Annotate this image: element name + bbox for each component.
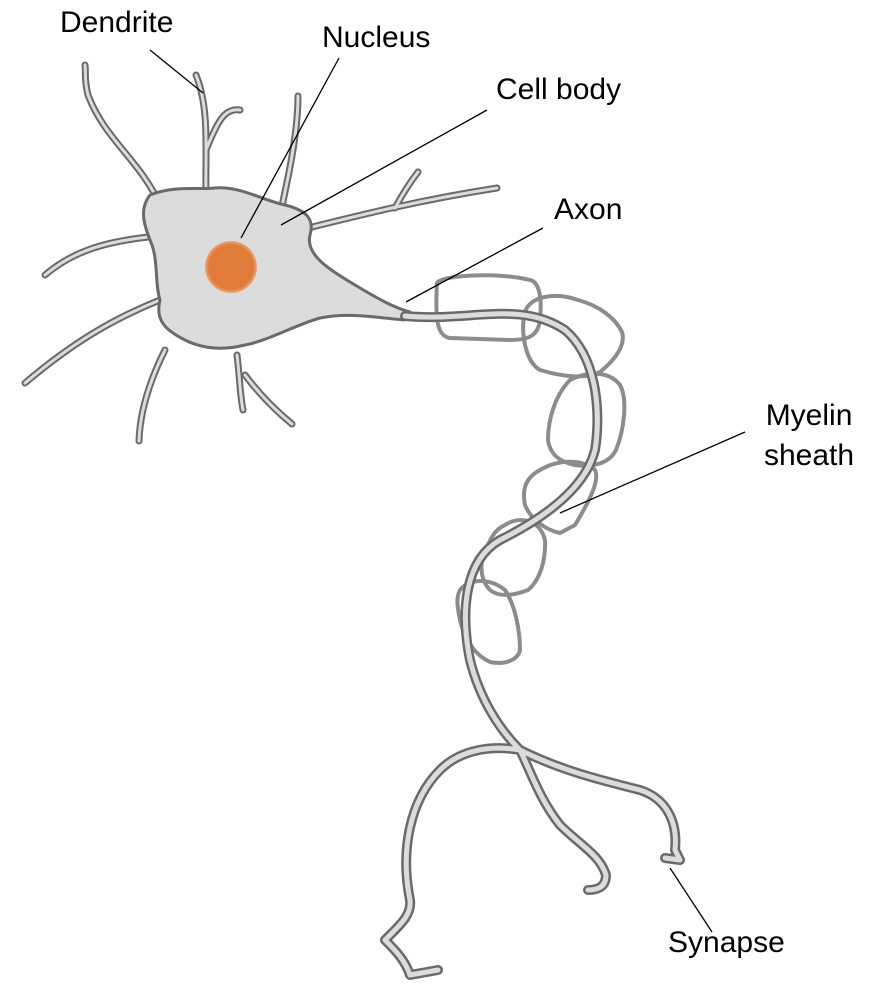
label-myelin-line2: sheath xyxy=(764,436,854,476)
nucleus xyxy=(205,241,257,293)
leader-line-axon xyxy=(406,228,543,302)
label-myelin-sheath: Myelin sheath xyxy=(764,396,854,476)
label-nucleus: Nucleus xyxy=(322,20,430,56)
leader-line-synapse xyxy=(670,868,712,932)
label-myelin-line1: Myelin xyxy=(764,396,854,436)
leader-line-dendrite xyxy=(150,50,203,93)
label-dendrite: Dendrite xyxy=(60,5,173,41)
axon xyxy=(385,314,680,975)
label-cell-body: Cell body xyxy=(496,72,621,108)
label-synapse: Synapse xyxy=(668,925,785,961)
label-axon: Axon xyxy=(554,192,622,228)
